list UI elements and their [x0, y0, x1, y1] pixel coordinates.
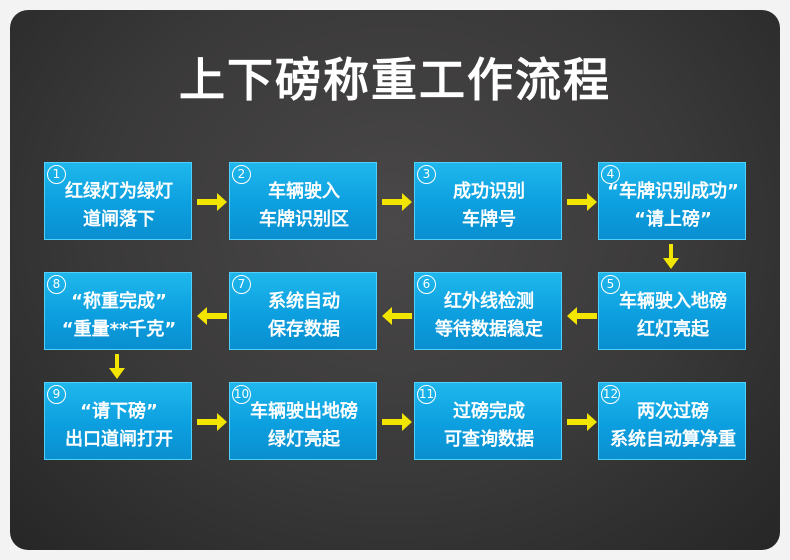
arrow-down-icon: [663, 244, 679, 269]
step-number: 6: [417, 275, 436, 294]
arrow-right-icon: [567, 193, 597, 211]
step-text-line2: 绿灯亮起: [268, 429, 340, 450]
step-number: 5: [601, 275, 620, 294]
step-box-12: 12 两次过磅 系统自动算净重: [598, 382, 746, 460]
step-box-9: 9 “请下磅” 出口道闸打开: [44, 382, 192, 460]
step-number: 4: [601, 165, 620, 184]
arrow-right-icon: [567, 413, 597, 431]
step-number: 8: [47, 275, 66, 294]
step-text-line1: “请下磅”: [80, 401, 158, 422]
step-text-line2: 红灯亮起: [637, 319, 709, 340]
arrow-right-icon: [197, 413, 227, 431]
step-text-line2: 系统自动算净重: [610, 429, 736, 450]
arrow-right-icon: [382, 413, 412, 431]
arrow-down-icon: [109, 354, 125, 379]
step-number: 10: [232, 385, 251, 404]
step-box-4: 4 “车牌识别成功” “请上磅”: [598, 162, 746, 240]
step-text-line1: 红绿灯为绿灯: [65, 181, 173, 202]
step-text-line2: 可查询数据: [444, 429, 534, 450]
step-number: 1: [47, 165, 66, 184]
step-text-line1: “车牌识别成功”: [607, 181, 739, 202]
step-text-line2: “请上磅”: [634, 209, 712, 230]
step-text-line1: 过磅完成: [453, 401, 525, 422]
step-text-line1: 红外线检测: [444, 291, 534, 312]
step-text-line2: 出口道闸打开: [65, 429, 173, 450]
arrow-left-icon: [382, 307, 412, 325]
step-number: 2: [232, 165, 251, 184]
step-text-line1: 车辆驶入地磅: [619, 291, 727, 312]
step-text-line2: 保存数据: [268, 319, 340, 340]
step-text-line2: 道闸落下: [83, 209, 155, 230]
arrow-right-icon: [382, 193, 412, 211]
step-number: 7: [232, 275, 251, 294]
step-number: 11: [417, 385, 436, 404]
step-number: 12: [601, 385, 620, 404]
step-number: 3: [417, 165, 436, 184]
step-text-line2: “重量**千克”: [61, 319, 177, 340]
page-title: 上下磅称重工作流程: [179, 53, 611, 107]
step-text-line1: 成功识别: [453, 181, 525, 202]
step-box-8: 8 “称重完成” “重量**千克”: [44, 272, 192, 350]
step-box-10: 10 车辆驶出地磅 绿灯亮起: [229, 382, 377, 460]
step-text-line1: 车辆驶入: [268, 181, 340, 202]
step-box-6: 6 红外线检测 等待数据稳定: [414, 272, 562, 350]
step-text-line2: 车牌识别区: [259, 209, 349, 230]
step-text-line1: 车辆驶出地磅: [250, 401, 358, 422]
step-text-line1: 系统自动: [268, 291, 340, 312]
step-box-1: 1 红绿灯为绿灯 道闸落下: [44, 162, 192, 240]
step-box-5: 5 车辆驶入地磅 红灯亮起: [598, 272, 746, 350]
arrow-left-icon: [197, 307, 227, 325]
step-text-line1: 两次过磅: [637, 401, 709, 422]
arrow-left-icon: [567, 307, 597, 325]
step-text-line1: “称重完成”: [71, 291, 167, 312]
step-box-11: 11 过磅完成 可查询数据: [414, 382, 562, 460]
step-text-line2: 等待数据稳定: [435, 319, 543, 340]
step-text-line2: 车牌号: [462, 209, 516, 230]
step-number: 9: [47, 385, 66, 404]
step-box-3: 3 成功识别 车牌号: [414, 162, 562, 240]
step-box-2: 2 车辆驶入 车牌识别区: [229, 162, 377, 240]
step-box-7: 7 系统自动 保存数据: [229, 272, 377, 350]
arrow-right-icon: [197, 193, 227, 211]
